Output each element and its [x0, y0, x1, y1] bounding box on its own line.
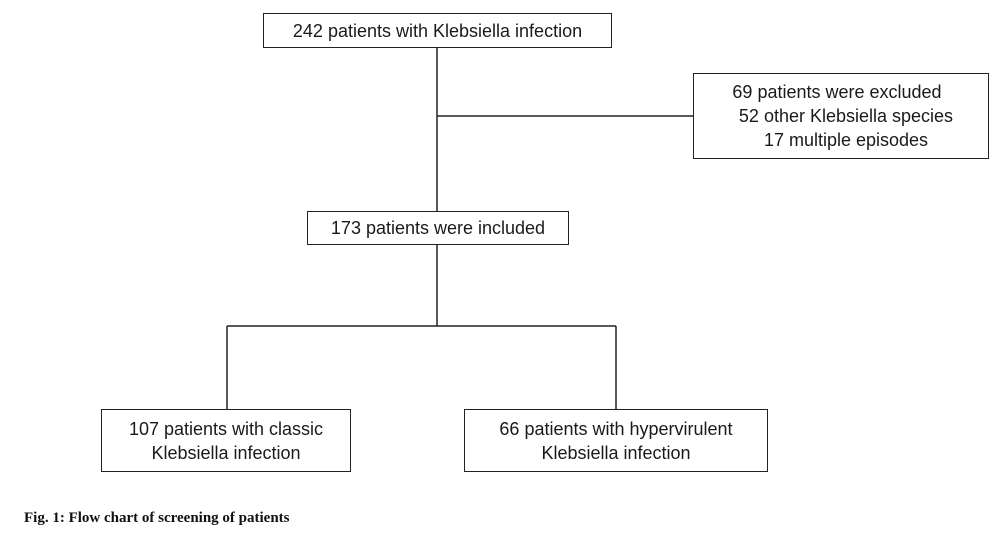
node-excluded-line-2: 52 other Klebsiella species [738, 106, 954, 126]
node-excluded-line-1: 69 patients were excluded [732, 82, 942, 102]
node-hypervirulent-patients: 66 patients with hypervirulent Klebsiell… [464, 409, 768, 472]
node-classic-patients: 107 patients with classic Klebsiella inf… [101, 409, 351, 472]
node-total-patients: 242 patients with Klebsiella infection [263, 13, 612, 48]
node-excluded-patients: 69 patients were excluded 52 other Klebs… [693, 73, 989, 159]
node-excluded-line-3: 17 multiple episodes [763, 130, 929, 150]
node-total-line-1: 242 patients with Klebsiella infection [292, 20, 583, 41]
node-classic-line-2: Klebsiella infection [151, 442, 301, 463]
node-included-line-1: 173 patients were included [330, 218, 546, 238]
node-classic-line-1: 107 patients with classic [128, 418, 324, 439]
node-included-patients: 173 patients were included [307, 211, 569, 245]
figure-caption: Fig. 1: Flow chart of screening of patie… [24, 510, 290, 526]
node-hypervirulent-line-2: Klebsiella infection [541, 442, 691, 463]
node-hypervirulent-line-1: 66 patients with hypervirulent [499, 418, 733, 439]
